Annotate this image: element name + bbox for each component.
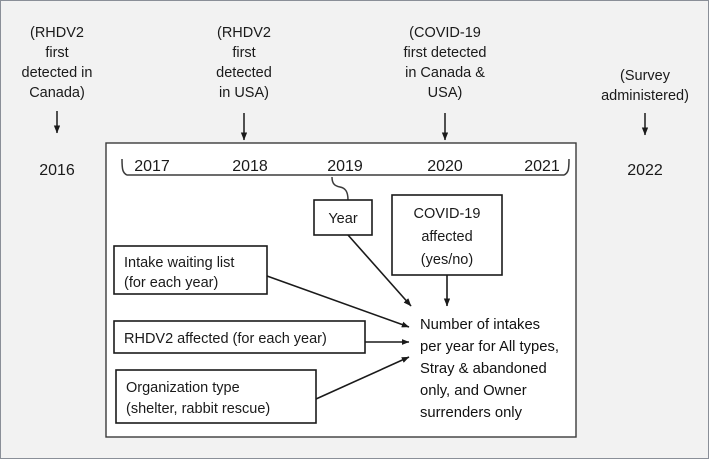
annotation-rhdv2-usa-line-4: in USA) xyxy=(219,85,269,101)
node-outcome-line-3: Stray & abandoned xyxy=(420,361,547,377)
annotation-rhdv2-usa-line-3: detected xyxy=(216,65,272,81)
timeline-year-2016: 2016 xyxy=(39,162,75,179)
node-outcome-line-5: surrenders only xyxy=(420,405,523,421)
node-outcome-line-4: only, and Owner xyxy=(420,383,527,399)
timeline-year-2018-bracket: 2018 xyxy=(232,158,268,175)
annotation-covid-detected: (COVID-19 first detected in Canada & USA… xyxy=(403,25,487,141)
node-rhdv2-affected-line-1: RHDV2 affected (for each year) xyxy=(124,331,327,347)
node-covid-affected-line-3: (yes/no) xyxy=(421,252,473,268)
node-intake-waiting-list-line-1: Intake waiting list xyxy=(124,255,234,271)
annotation-rhdv2-canada-line-2: first xyxy=(45,45,68,61)
node-rhdv2-affected-box[interactable] xyxy=(113,320,366,354)
connector-year-to-outcome xyxy=(347,234,412,307)
node-intake-waiting-list[interactable]: Intake waiting list (for each year) xyxy=(113,245,268,295)
timeline-year-2020-bracket: 2020 xyxy=(427,158,463,175)
node-intake-waiting-list-box[interactable] xyxy=(113,245,268,295)
annotation-survey-administered-line-2: administered) xyxy=(601,88,689,104)
node-organization-type-line-1: Organization type xyxy=(126,380,240,396)
annotation-survey-administered: (Survey administered) 2022 xyxy=(601,68,689,179)
node-covid-affected-line-2: affected xyxy=(421,229,472,245)
annotation-rhdv2-canada-line-1: (RHDV2 xyxy=(30,25,84,41)
annotation-rhdv2-usa-line-1: (RHDV2 xyxy=(217,25,271,41)
node-year[interactable]: Year xyxy=(313,199,373,236)
connector-organization-to-outcome xyxy=(315,356,410,400)
timeline-year-2017: 2017 xyxy=(134,158,170,175)
timeline-year-2021: 2021 xyxy=(524,158,560,175)
annotation-covid-detected-line-4: USA) xyxy=(428,85,463,101)
year-connector-brace xyxy=(331,176,349,201)
annotation-rhdv2-usa-line-2: first xyxy=(232,45,255,61)
node-outcome-line-1: Number of intakes xyxy=(420,317,540,333)
annotation-rhdv2-canada-line-3: detected in xyxy=(22,65,93,81)
node-outcome-line-2: per year for All types, xyxy=(420,339,559,355)
annotation-covid-detected-line-1: (COVID-19 xyxy=(409,25,481,41)
annotation-covid-detected-line-2: first detected xyxy=(403,45,486,61)
node-year-box[interactable] xyxy=(313,199,373,236)
annotation-rhdv2-canada-line-4: Canada) xyxy=(29,85,85,101)
timeline-bracket xyxy=(121,158,570,176)
timeline-year-2022: 2022 xyxy=(627,162,663,179)
node-year-label: Year xyxy=(328,211,357,227)
node-outcome: Number of intakes per year for All types… xyxy=(420,317,559,421)
node-organization-type[interactable]: Organization type (shelter, rabbit rescu… xyxy=(115,369,317,424)
node-covid-affected[interactable]: COVID-19 affected (yes/no) xyxy=(391,194,503,276)
node-intake-waiting-list-line-2: (for each year) xyxy=(124,275,218,291)
node-organization-type-box[interactable] xyxy=(115,369,317,424)
annotation-survey-administered-line-1: (Survey xyxy=(620,68,671,84)
node-rhdv2-affected[interactable]: RHDV2 affected (for each year) xyxy=(113,320,366,354)
timeline-year-2019: 2019 xyxy=(327,158,363,175)
node-organization-type-line-2: (shelter, rabbit rescue) xyxy=(126,401,270,417)
annotation-rhdv2-canada: (RHDV2 first detected in Canada) 2016 xyxy=(22,25,93,179)
annotation-rhdv2-usa: (RHDV2 first detected in USA) xyxy=(216,25,272,141)
node-covid-affected-box[interactable] xyxy=(391,194,503,276)
connector-intake-to-outcome xyxy=(266,275,410,328)
annotation-covid-detected-line-3: in Canada & xyxy=(405,65,485,81)
node-covid-affected-line-1: COVID-19 xyxy=(414,206,481,222)
